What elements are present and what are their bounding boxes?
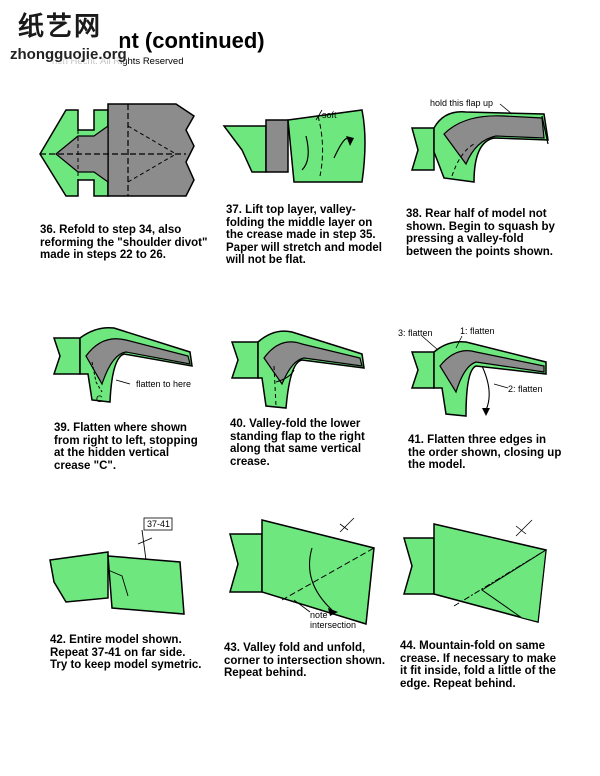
step-40-caption: 40. Valley-fold the lower standing flap … [230, 418, 430, 468]
step-42-label-repeat: 37-41 [147, 519, 170, 529]
step-37-caption-line: folding the middle layer on [226, 216, 373, 229]
step-36-diagram [39, 103, 195, 197]
step-36-caption-line: 36. Refold to step 34, also [40, 224, 182, 236]
step-37-caption-line: Paper will stretch and model [226, 241, 382, 254]
step-42-diagram: 37-41 [49, 517, 185, 615]
step-40-diagram [230, 330, 365, 409]
step-42-caption-line: Repeat 37-41 on far side. [50, 646, 186, 659]
step-39-caption-line: from right to left, stopping [54, 434, 198, 447]
step-43-caption-line: 43. Valley fold and unfold, [224, 642, 366, 654]
step-41-caption: 41. Flatten three edges in the order sho… [408, 434, 600, 472]
step-40-caption-line: crease. [230, 455, 270, 468]
step-41: 3: flatten 1: flatten 2: flatten 41. Fla… [396, 322, 596, 482]
step-43-caption-line: Repeat behind. [224, 667, 307, 679]
step-38-diagram: hold this flap up [410, 98, 549, 183]
step-41-caption-line: the order shown, closing up [408, 446, 562, 459]
step-41-diagram: 3: flatten 1: flatten 2: flatten [398, 326, 547, 417]
step-36-caption-line: reforming the "shoulder divot" [40, 236, 208, 249]
step-36-caption-line: made in steps 22 to 26. [40, 249, 166, 261]
step-40-caption-line: along that same vertical [230, 443, 362, 455]
step-43-caption-line: corner to intersection shown. [224, 654, 386, 667]
step-44-caption-line: edge. Repeat behind. [400, 677, 516, 690]
step-40-caption-line: 40. Valley-fold the lower [230, 418, 361, 430]
step-39-caption-line: at the hidden vertical [54, 447, 170, 459]
step-39-diagram: flatten to here C [52, 326, 193, 404]
step-42-caption-line: 42. Entire model shown. [50, 634, 182, 646]
step-44-caption-line: crease. If necessary to make [400, 652, 556, 665]
step-42: 37-41 42. Entire model shown. Repeat 37-… [46, 516, 216, 676]
step-40-caption-line: standing flap to the right [230, 430, 365, 443]
step-39-caption-line: crease "C". [54, 459, 117, 472]
watermark-backdrop [4, 6, 120, 66]
step-44-caption: 44. Mountain-fold on same crease. If nec… [400, 640, 600, 690]
step-41-caption-line: 41. Flatten three edges in [408, 434, 547, 446]
step-38-caption-line: shown. Begin to squash by [406, 220, 555, 233]
step-39-caption-line: 39. Flatten where shown [54, 422, 187, 434]
step-37-label-soft: soft [322, 110, 337, 120]
step-40: 40. Valley-fold the lower standing flap … [230, 326, 400, 476]
step-37: soft 37. Lift top layer, valley- folding… [222, 96, 392, 266]
step-38-caption-line: between the points shown. [406, 245, 553, 258]
step-43-caption: 43. Valley fold and unfold, corner to in… [224, 642, 424, 680]
step-38-caption: 38. Rear half of model not shown. Begin … [406, 208, 600, 258]
step-37-caption-line: the crease made in step 35. [226, 229, 376, 241]
step-38-caption-line: pressing a valley-fold [406, 233, 524, 245]
step-38: hold this flap up 38. Rear half of model… [404, 92, 594, 262]
step-38-label-hold: hold this flap up [430, 98, 493, 108]
step-44-caption-line: it fit inside, fold a little of the [400, 665, 556, 677]
step-37-caption-line: will not be flat. [226, 254, 306, 266]
step-41-label-1: 1: flatten [460, 326, 495, 336]
step-43-diagram: note intersection [229, 517, 375, 630]
watermark-logo: 纸艺网 zhongguojie.org [4, 6, 127, 66]
step-42-caption: 42. Entire model shown. Repeat 37-41 on … [50, 634, 250, 672]
step-44: 44. Mountain-fold on same crease. If nec… [398, 514, 598, 694]
step-39: flatten to here C 39. Flatten where show… [52, 322, 222, 472]
step-36: 36. Refold to step 34, also reforming th… [36, 96, 207, 266]
watermark-chinese-text: 纸艺网 [18, 12, 103, 42]
step-39-label-flatten: flatten to here [136, 379, 191, 389]
step-37-diagram: soft [222, 109, 366, 183]
page-title: nt (continued) [118, 28, 265, 53]
step-43: note intersection 43. Valley fold and un… [222, 512, 402, 692]
step-43-label-intersection: intersection [310, 620, 356, 630]
step-39-caption: 39. Flatten where shown from right to le… [54, 422, 254, 472]
step-36-caption: 36. Refold to step 34, also reforming th… [40, 224, 240, 262]
step-44-caption-line: 44. Mountain-fold on same [400, 640, 546, 652]
step-41-label-3: 3: flatten [398, 328, 433, 338]
step-37-caption-line: 37. Lift top layer, valley- [226, 204, 356, 216]
step-37-caption: 37. Lift top layer, valley- folding the … [226, 204, 426, 267]
step-41-caption-line: the model. [408, 459, 466, 471]
step-43-label-note: note [310, 610, 328, 620]
step-41-label-2: 2: flatten [508, 384, 543, 394]
step-38-caption-line: 38. Rear half of model not [406, 208, 547, 220]
step-39-label-crease-c: C [96, 394, 103, 404]
watermark-domain-text: zhongguojie.org [10, 46, 127, 63]
step-42-caption-line: Try to keep model symetric. [50, 659, 202, 671]
step-44-diagram [403, 519, 547, 623]
